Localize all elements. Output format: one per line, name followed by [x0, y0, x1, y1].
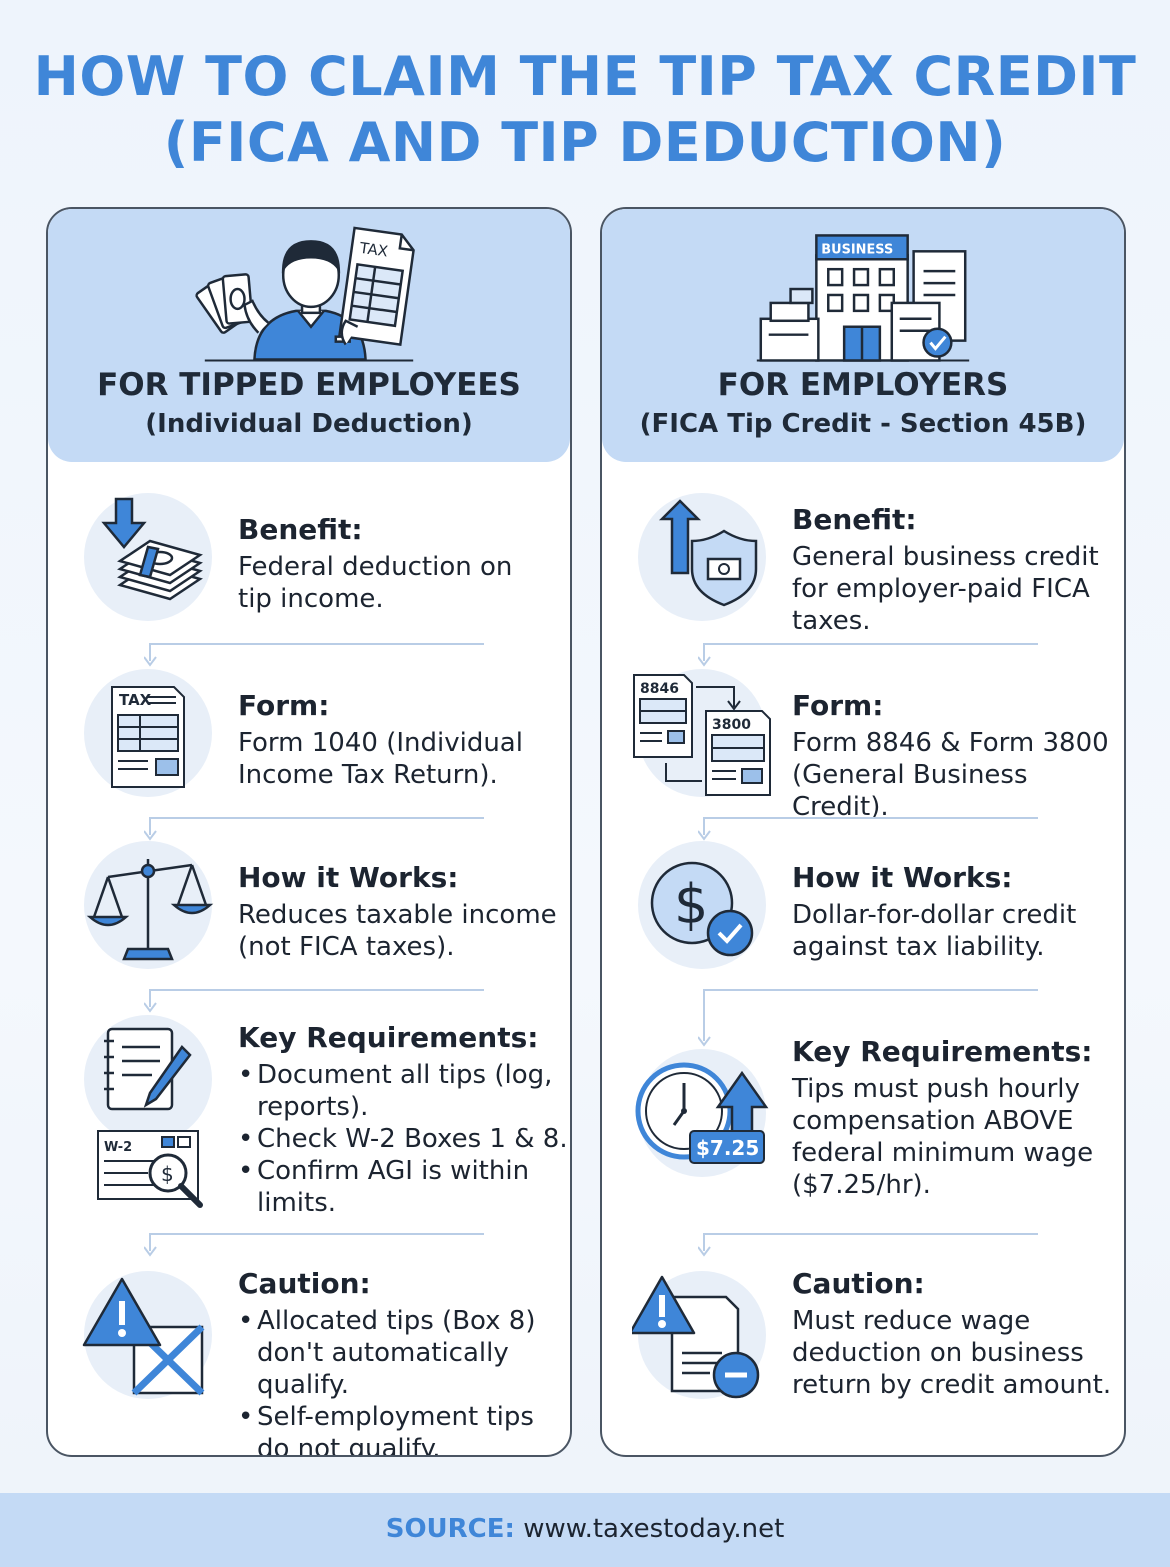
title-line-1: HOW TO CLAIM THE TIP TAX CREDIT: [33, 45, 1137, 108]
warning-minus-icon: [632, 1271, 770, 1403]
source-line: SOURCE: www.taxestoday.net: [0, 1514, 1170, 1544]
page-title: HOW TO CLAIM THE TIP TAX CREDIT (FICA AN…: [0, 44, 1170, 176]
employee-how-title: How it Works:: [238, 861, 459, 894]
employers-header: BUSINESS FOR EMPLOYERS (FICA Tip Credit …: [602, 209, 1124, 462]
svg-text:$: $: [674, 873, 708, 936]
warning-icon: [82, 1271, 216, 1403]
title-line-2: (FICA AND TIP DEDUCTION): [163, 111, 1007, 174]
notepad-icon: W-2 $: [84, 1015, 216, 1208]
business-illustration: BUSINESS: [756, 234, 970, 362]
employer-caution-text: Must reduce wage deduction on business r…: [792, 1306, 1112, 1400]
employer-requirements-title: Key Requirements:: [792, 1035, 1093, 1068]
employees-header: TAX FOR TIPPED EMPLOYEES (Individual Ded…: [48, 209, 570, 462]
employee-requirements-list: Document all tips (log,reports). Check W…: [238, 1059, 568, 1219]
employees-subheading: (Individual Deduction): [145, 409, 473, 439]
flow-connector: [698, 989, 1038, 1047]
employee-form-title: Form:: [238, 689, 330, 722]
employer-form-text: Form 8846 & Form 3800 (General Business …: [792, 728, 1109, 822]
employees-panel: TAX FOR TIPPED EMPLOYEES (Individual Ded…: [46, 207, 572, 1457]
employer-benefit-text: General business credit for employer-pai…: [792, 542, 1099, 636]
employee-benefit-text: Federal deduction on tip income.: [238, 552, 513, 614]
employers-panel: BUSINESS FOR EMPLOYERS (FICA Tip Credit …: [600, 207, 1126, 1457]
source-label: SOURCE:: [385, 1514, 515, 1544]
employer-benefit-title: Benefit:: [792, 503, 917, 536]
flow-connector: [144, 643, 484, 667]
employee-form-text: Form 1040 (Individual Income Tax Return)…: [238, 728, 523, 790]
svg-text:8846: 8846: [640, 681, 679, 697]
forms-icon: 8846 3800: [633, 669, 771, 801]
svg-text:3800: 3800: [712, 717, 751, 733]
svg-text:W-2: W-2: [104, 1140, 132, 1155]
employees-heading: FOR TIPPED EMPLOYEES: [97, 367, 521, 403]
employee-caution-list: Allocated tips (Box 8)don't automaticall…: [238, 1305, 570, 1455]
flow-connector: [698, 1233, 1038, 1257]
employer-form-title: Form:: [792, 689, 884, 722]
scale-icon: [84, 841, 216, 973]
tipped-worker-illustration: TAX: [195, 226, 415, 362]
employer-caution-title: Caution:: [792, 1267, 925, 1300]
svg-text:$: $: [161, 1162, 174, 1186]
dollar-check-icon: $: [638, 841, 770, 973]
employers-subheading: (FICA Tip Credit - Section 45B): [639, 409, 1087, 439]
employee-how-text: Reduces taxable income (not FICA taxes).: [238, 900, 557, 962]
svg-text:TAX: TAX: [119, 691, 152, 709]
money-down-icon: [84, 493, 216, 625]
flow-connector: [144, 1233, 484, 1257]
tax-form-icon: TAX: [84, 669, 216, 801]
flow-connector: [144, 817, 484, 841]
employer-requirements-text: Tips must push hourly compensation ABOVE…: [792, 1074, 1094, 1200]
source-url[interactable]: www.taxestoday.net: [523, 1514, 785, 1544]
employee-caution-title: Caution:: [238, 1267, 371, 1300]
list-item: Document all tips (log,reports).: [238, 1059, 568, 1123]
employee-requirements-title: Key Requirements:: [238, 1021, 539, 1054]
employee-benefit-title: Benefit:: [238, 513, 363, 546]
flow-connector: [144, 989, 484, 1013]
source-bar: [0, 1493, 1170, 1567]
flow-connector: [698, 817, 1038, 841]
employers-heading: FOR EMPLOYERS: [717, 367, 1009, 403]
svg-text:BUSINESS: BUSINESS: [821, 242, 893, 257]
tax-document-icon: TAX: [337, 226, 415, 346]
clock-icon: $7.25: [635, 1049, 770, 1181]
employer-how-text: Dollar-for-dollar credit against tax lia…: [792, 900, 1077, 962]
svg-text:TAX: TAX: [358, 239, 390, 261]
list-item: Allocated tips (Box 8)don't automaticall…: [238, 1305, 570, 1401]
svg-text:$7.25: $7.25: [696, 1136, 759, 1160]
shield-up-icon: [638, 493, 770, 625]
employer-how-title: How it Works:: [792, 861, 1013, 894]
flow-connector: [698, 643, 1038, 667]
list-item: Check W-2 Boxes 1 & 8.: [238, 1123, 568, 1155]
